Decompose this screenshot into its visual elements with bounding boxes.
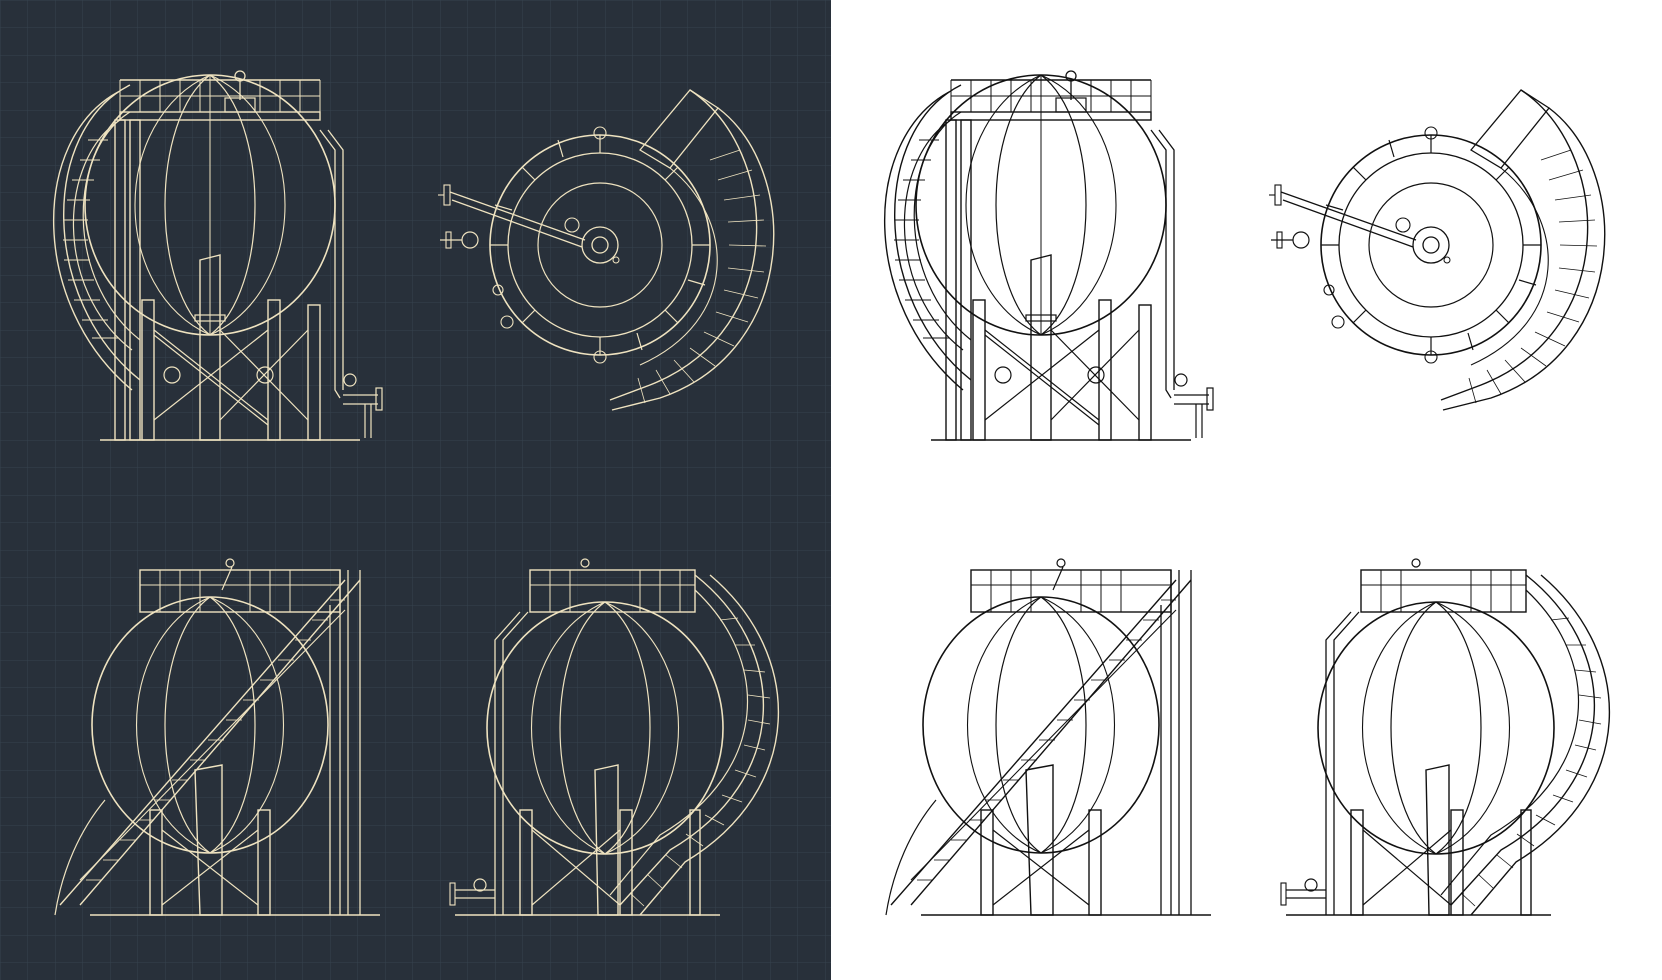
light-blueprint-panel <box>831 0 1662 980</box>
dark-blueprint-panel <box>0 0 831 980</box>
